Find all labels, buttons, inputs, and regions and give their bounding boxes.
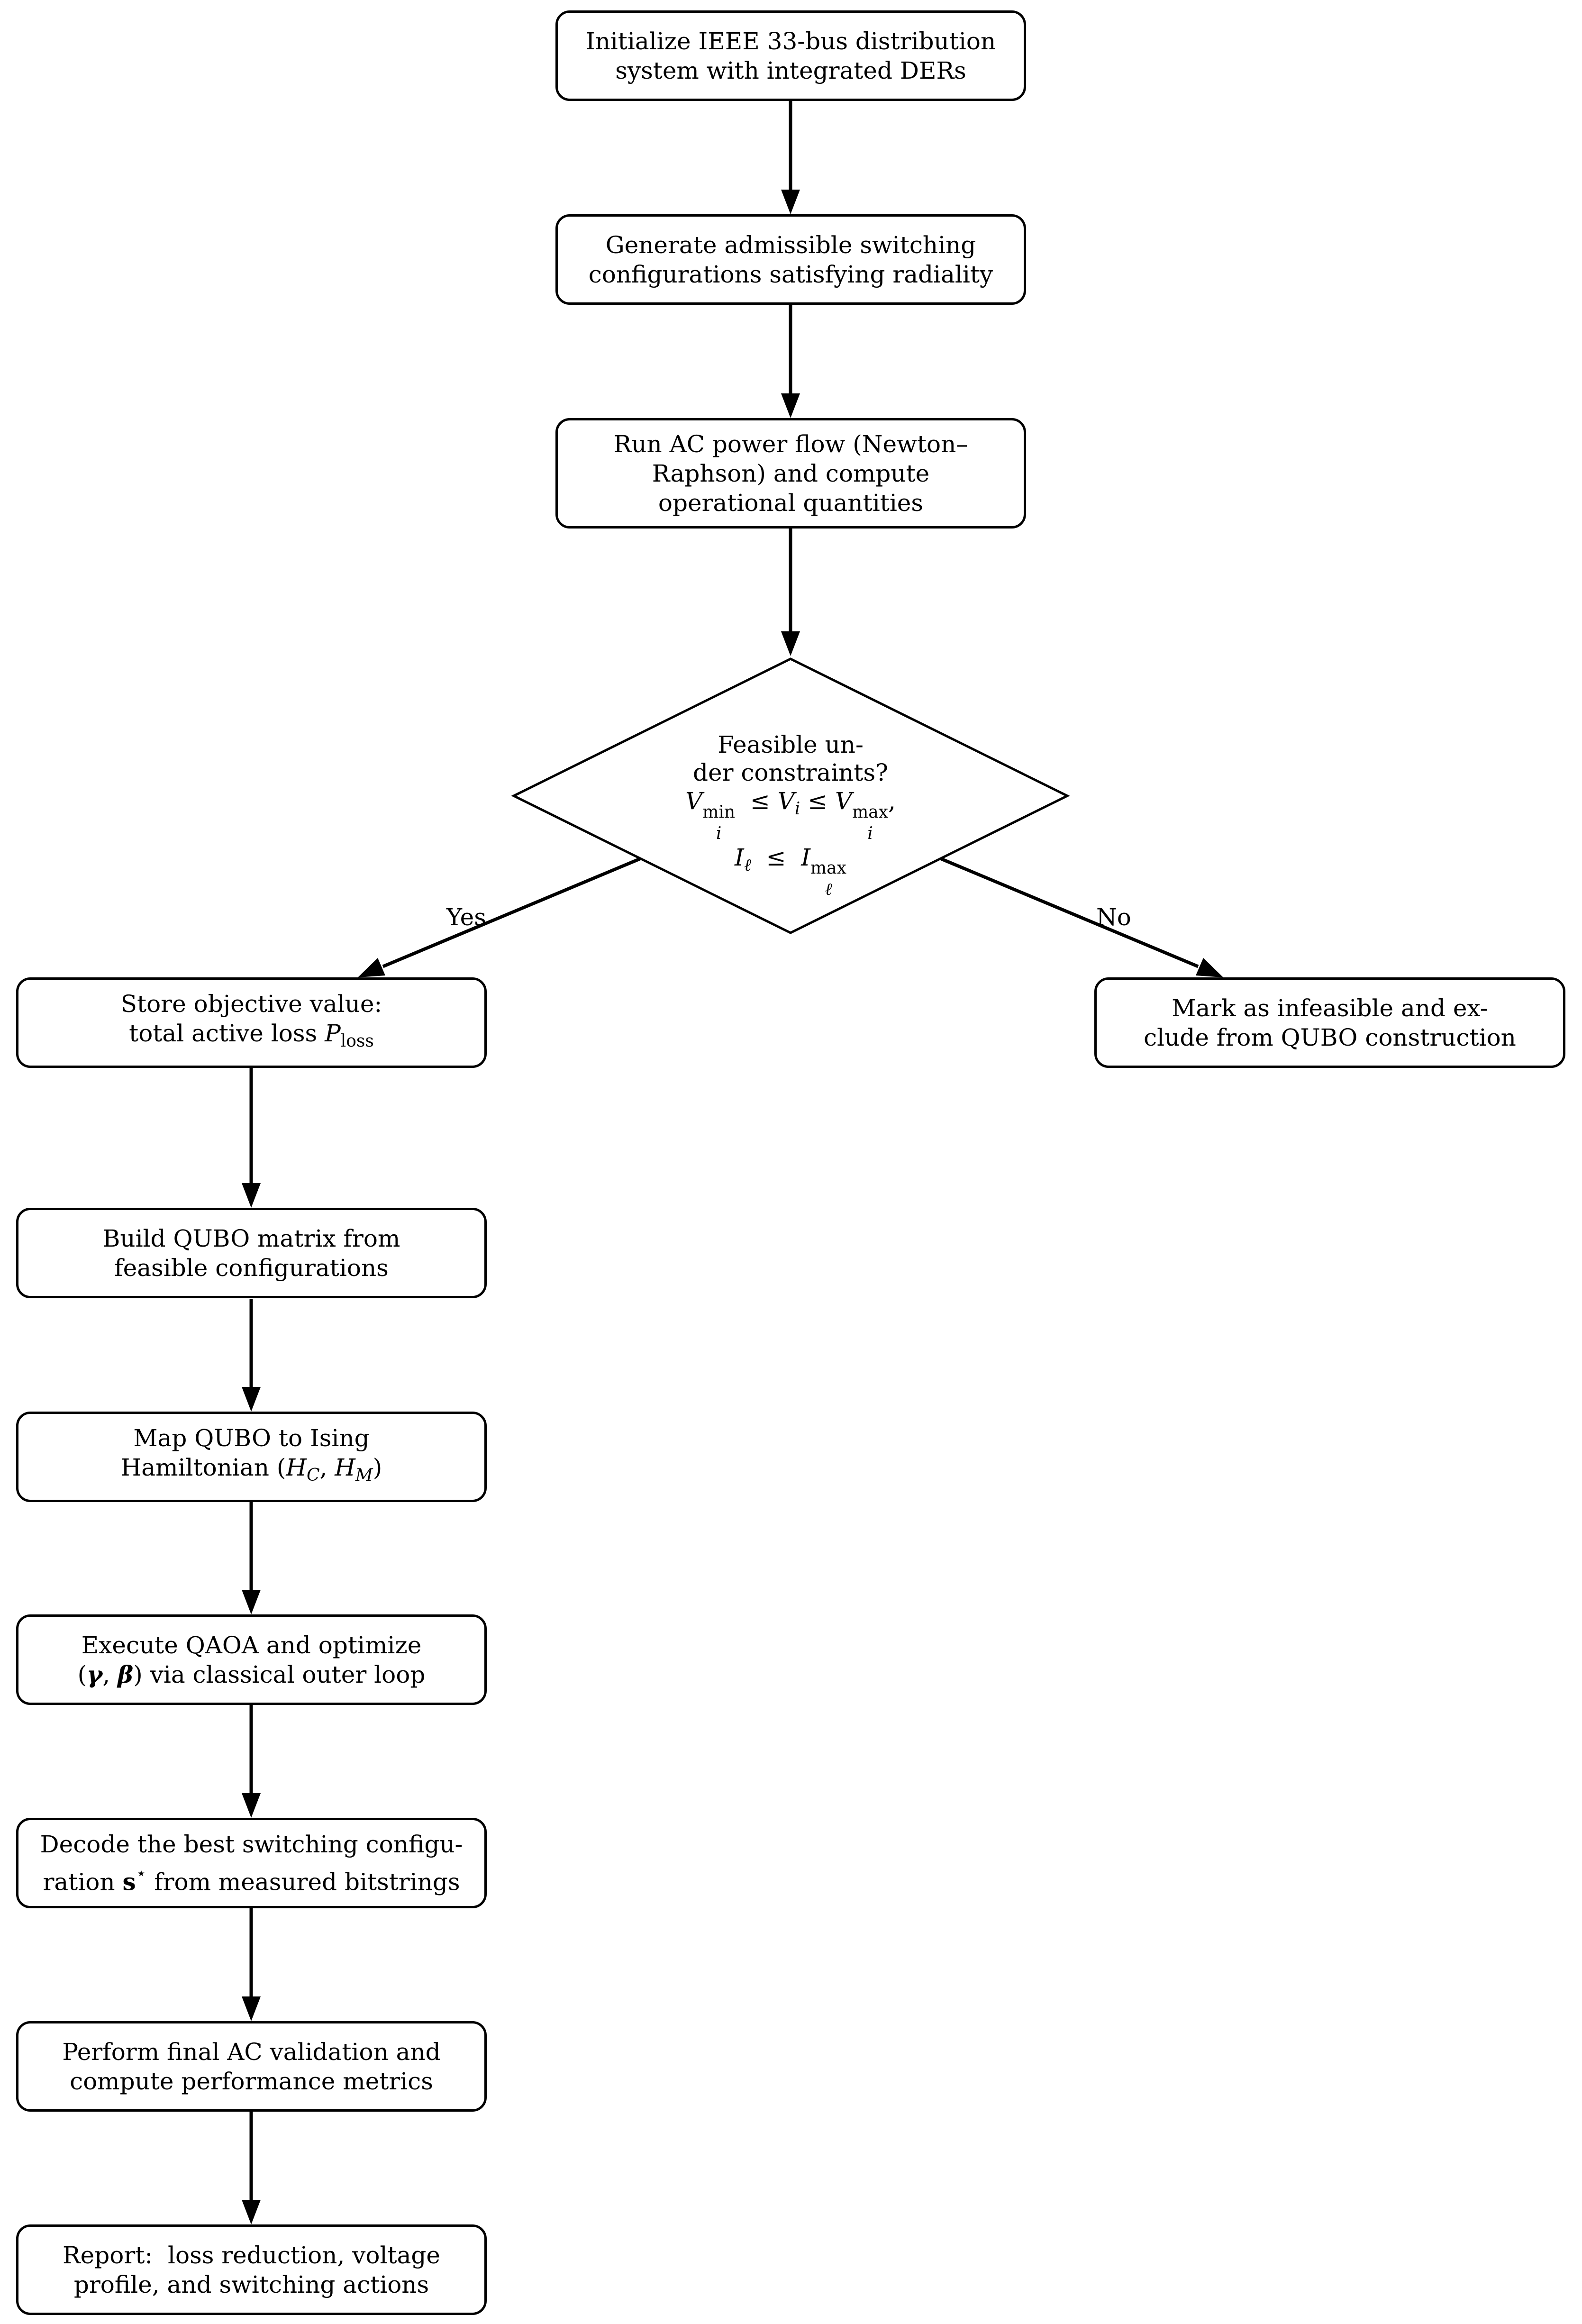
decode-line-2-prefix: ration: [43, 1868, 115, 1896]
generate-configurations-box: Generate admissible switching configurat…: [555, 214, 1026, 305]
powerflow-line-1: Run AC power flow (Newton–: [613, 430, 968, 458]
decode-configuration-box: Decode the best switching configu- ratio…: [16, 1818, 487, 1908]
qaoa-line-2: (γ, β) via classical outer loop: [77, 1660, 426, 1688]
decision-line-1: Feasible un-: [718, 731, 864, 758]
decode-line-1: Decode the best switching configu-: [40, 1830, 463, 1858]
generate-line-2: configurations satisfying radiality: [588, 260, 993, 288]
powerflow-line-3: operational quantities: [658, 489, 924, 517]
mark-infeasible-box: Mark as infeasible and ex- clude from QU…: [1094, 977, 1565, 1068]
edge-label-no: No: [1096, 903, 1131, 931]
map-ising-box: Map QUBO to Ising Hamiltonian (HC, HM): [16, 1412, 487, 1502]
ising-line-2: Hamiltonian (HC, HM): [120, 1454, 382, 1485]
store-line-2-text: total active loss: [129, 1020, 318, 1048]
ising-line-2-text: Hamiltonian: [120, 1454, 269, 1482]
i-max-superscript: max: [810, 858, 846, 878]
report-box: Report: loss reduction, voltage profile,…: [16, 2224, 487, 2315]
report-line-2: profile, and switching actions: [73, 2270, 429, 2298]
decode-line-2-suffix: from measured bitstrings: [154, 1868, 460, 1896]
init-line-2: system with integrated DERs: [615, 56, 966, 84]
qaoa-line-2-text: via classical outer loop: [150, 1660, 426, 1688]
arrow-decision-to-infeasible: [940, 857, 1199, 968]
store-objective-box: Store objective value: total active loss…: [16, 977, 487, 1068]
qubo-line-2: feasible configurations: [114, 1254, 389, 1282]
generate-line-1: Generate admissible switching: [605, 231, 976, 259]
v-max-superscript: max: [852, 802, 888, 822]
decision-diamond: [511, 657, 1070, 934]
store-line-1: Store objective value:: [120, 990, 382, 1018]
init-line-1: Initialize IEEE 33-bus distribution: [585, 27, 996, 55]
edge-label-yes: Yes: [446, 903, 486, 931]
p-loss-symbol: P: [325, 1020, 341, 1048]
v-min-superscript: min: [702, 802, 736, 822]
final-validation-box: Perform final AC validation and compute …: [16, 2021, 487, 2112]
p-loss-subscript: loss: [340, 1031, 374, 1051]
qaoa-line-1: Execute QAOA and optimize: [81, 1631, 422, 1659]
report-line-1: Report: loss reduction, voltage: [63, 2241, 440, 2269]
decision-line-2: der constraints?: [693, 759, 888, 786]
init-system-box: Initialize IEEE 33-bus distribution syst…: [555, 10, 1026, 101]
arrow-decision-to-store: [382, 857, 641, 968]
infeasible-line-2: clude from QUBO construction: [1144, 1023, 1516, 1051]
store-line-2: total active loss Ploss: [129, 1019, 374, 1056]
power-flow-box: Run AC power flow (Newton– Raphson) and …: [555, 418, 1026, 529]
build-qubo-box: Build QUBO matrix from feasible configur…: [16, 1208, 487, 1298]
qubo-line-1: Build QUBO matrix from: [102, 1224, 400, 1252]
ising-line-1: Map QUBO to Ising: [133, 1424, 370, 1452]
powerflow-line-2: Raphson) and compute: [652, 459, 930, 487]
validate-line-1: Perform final AC validation and: [62, 2038, 441, 2066]
decode-line-2: ration s⋆ from measured bitstrings: [43, 1863, 460, 1896]
validate-line-2: compute performance metrics: [70, 2067, 433, 2095]
execute-qaoa-box: Execute QAOA and optimize (γ, β) via cla…: [16, 1614, 487, 1705]
infeasible-line-1: Mark as infeasible and ex-: [1172, 994, 1488, 1022]
